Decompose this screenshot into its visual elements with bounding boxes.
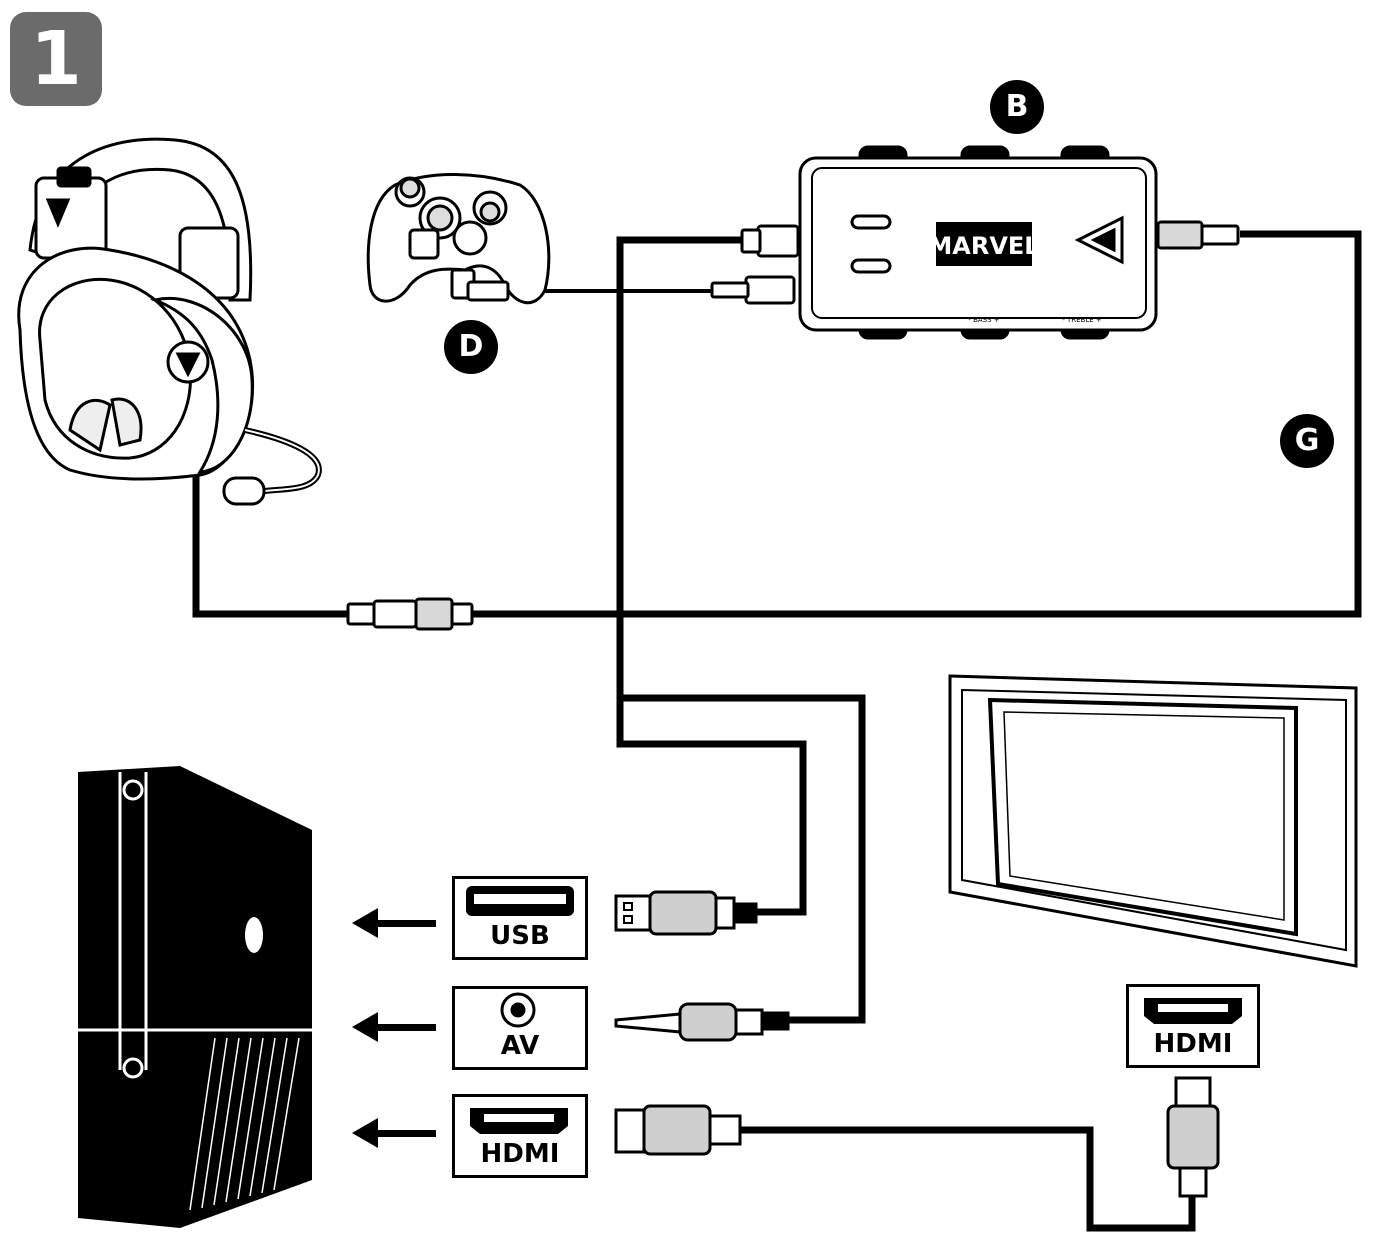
- av-plug: [614, 1002, 790, 1042]
- headset-illustration: [17, 137, 322, 506]
- marvel-logo-box: [936, 222, 1032, 266]
- usb-port-label: USB: [490, 921, 550, 951]
- inline-connector: [346, 597, 474, 631]
- tv-hdmi-plug: [1166, 1076, 1220, 1198]
- amp-treble-label: - TREBLE +: [1062, 316, 1102, 324]
- callout-g: G: [1280, 414, 1334, 468]
- tv-hdmi-port-box: HDMI: [1126, 984, 1260, 1068]
- hdmi-port-box: HDMI: [452, 1094, 588, 1178]
- console-illustration: [78, 766, 312, 1228]
- callout-b: B: [990, 80, 1044, 134]
- callout-d: D: [444, 320, 498, 374]
- main-cable: [616, 236, 866, 1024]
- arrows: [352, 908, 436, 1148]
- controller-illustration: [366, 173, 551, 305]
- tv-illustration: [948, 674, 1358, 968]
- step-number-badge: 1: [10, 12, 102, 106]
- av-port-label: AV: [500, 1031, 540, 1061]
- hdmi-port-label: HDMI: [480, 1139, 560, 1169]
- tv-hdmi-port-label: HDMI: [1153, 1029, 1233, 1059]
- headset-cable: [192, 450, 350, 618]
- amp-brand-logo: MARVEL: [928, 232, 1039, 260]
- hdmi-cable: [740, 1126, 1196, 1232]
- g-cable: [470, 230, 1362, 618]
- hdmi-plug: [614, 1104, 742, 1156]
- av-arrow: [352, 1012, 436, 1042]
- usb-port-box: USB: [452, 876, 588, 960]
- usb-plug: [614, 890, 758, 936]
- av-port-box: AV: [452, 986, 588, 1070]
- cables: [192, 230, 1362, 1232]
- usb-arrow: [352, 908, 436, 938]
- usb-cable-branch: [616, 698, 807, 916]
- amp-bass-label: - BASS +: [968, 316, 999, 324]
- hdmi-arrow: [352, 1118, 436, 1148]
